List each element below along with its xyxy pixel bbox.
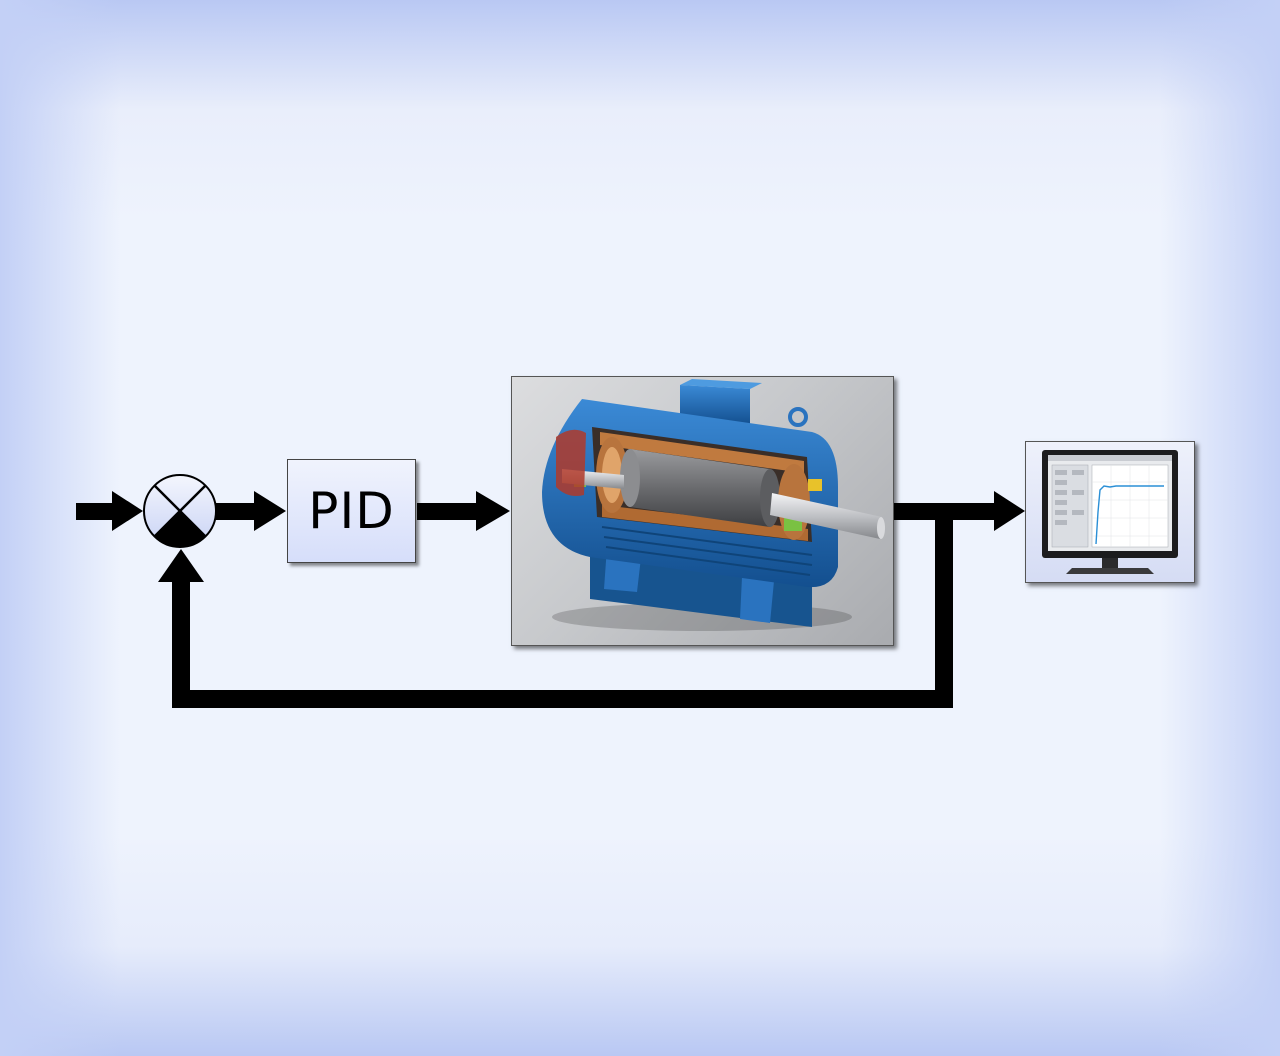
summing-junction-icon [143,474,217,548]
input-arrow [76,491,143,531]
computer-monitor-icon [1042,450,1178,574]
motor-plant-block [511,376,894,646]
control-signal-arrow [417,491,510,531]
error-arrow [216,491,286,531]
pid-label: PID [308,482,395,540]
electric-motor-icon [542,379,885,631]
output-display-block [1025,441,1195,583]
feedback-path [158,511,953,708]
pid-controller-block: PID [287,459,416,563]
output-arrow [894,491,1025,531]
